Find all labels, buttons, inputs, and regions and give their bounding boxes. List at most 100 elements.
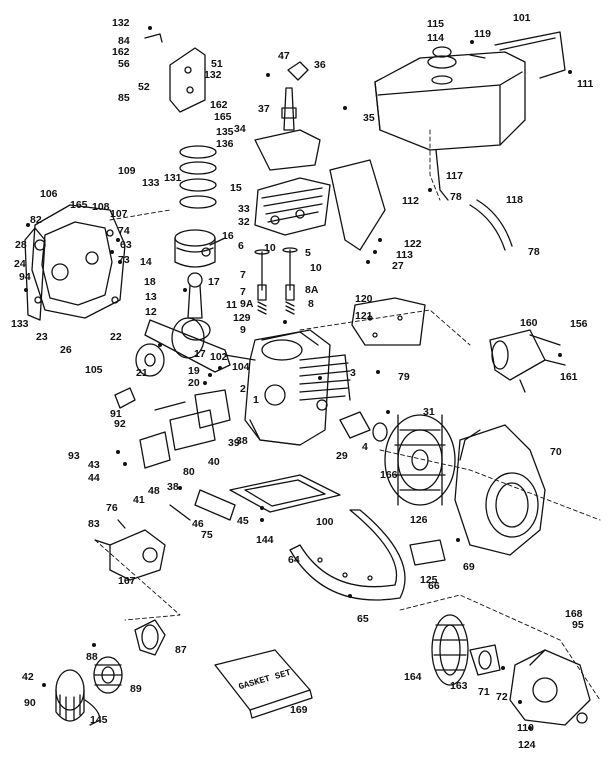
part-callout-75: 75 bbox=[201, 529, 213, 541]
part-callout-17: 17 bbox=[208, 276, 220, 288]
part-callout-6: 6 bbox=[238, 240, 244, 252]
part-callout-95: 95 bbox=[572, 619, 584, 631]
part-callout-42: 42 bbox=[22, 671, 34, 683]
part-callout-85: 85 bbox=[118, 92, 130, 104]
part-callout-12: 12 bbox=[145, 306, 157, 318]
hardware-dots bbox=[24, 26, 572, 730]
part-callout-17: 17 bbox=[194, 348, 206, 360]
part-callout-136: 136 bbox=[216, 138, 234, 150]
part-callout-47: 47 bbox=[278, 50, 290, 62]
part-callout-56: 56 bbox=[118, 58, 130, 70]
small-plate-shape bbox=[409, 539, 446, 566]
part-callout-124: 124 bbox=[518, 739, 536, 751]
spark-plug-shape bbox=[281, 61, 309, 131]
part-callout-132: 132 bbox=[112, 17, 130, 29]
part-callout-70: 70 bbox=[550, 446, 562, 458]
part-callout-88: 88 bbox=[86, 651, 98, 663]
part-callout-7: 7 bbox=[240, 286, 246, 298]
part-callout-133: 133 bbox=[11, 318, 29, 330]
part-callout-18: 18 bbox=[144, 276, 156, 288]
part-callout-66: 66 bbox=[428, 580, 440, 592]
base-gasket-shape bbox=[229, 474, 341, 513]
part-callout-28: 28 bbox=[15, 239, 27, 251]
part-callout-104: 104 bbox=[232, 361, 250, 373]
recoil-starter-shape bbox=[509, 649, 591, 726]
part-callout-126: 126 bbox=[410, 514, 428, 526]
part-callout-21: 21 bbox=[136, 367, 148, 379]
part-callout-1: 1 bbox=[253, 394, 259, 406]
carburetor-shape bbox=[94, 519, 166, 581]
part-callout-20: 20 bbox=[188, 377, 200, 389]
part-callout-46: 46 bbox=[192, 518, 204, 530]
part-callout-44: 44 bbox=[88, 472, 100, 484]
part-callout-101: 101 bbox=[513, 12, 531, 24]
part-callout-4: 4 bbox=[362, 441, 368, 453]
part-callout-22: 22 bbox=[110, 331, 122, 343]
part-callout-7: 7 bbox=[240, 269, 246, 281]
part-callout-164: 164 bbox=[404, 671, 422, 683]
gear-90-shape bbox=[55, 669, 85, 722]
part-callout-11: 11 bbox=[226, 299, 238, 311]
part-callout-41: 41 bbox=[133, 494, 145, 506]
part-callout-125: 125 bbox=[420, 574, 438, 586]
part-callout-102: 102 bbox=[210, 351, 228, 363]
part-callout-117: 117 bbox=[446, 170, 463, 182]
part-callout-43: 43 bbox=[88, 459, 100, 471]
part-callout-31: 31 bbox=[423, 406, 435, 418]
part-callout-82: 82 bbox=[30, 214, 42, 226]
part-callout-162: 162 bbox=[210, 99, 228, 111]
part-callout-9: 9 bbox=[240, 324, 246, 336]
part-callout-135: 135 bbox=[216, 126, 234, 138]
part-callout-106: 106 bbox=[40, 188, 58, 200]
part-callout-65: 65 bbox=[357, 613, 369, 625]
part-callout-107: 107 bbox=[110, 208, 128, 220]
starter-cup-shape bbox=[469, 644, 501, 676]
cylinder-head-shape bbox=[254, 177, 331, 236]
part-callout-19: 19 bbox=[188, 365, 200, 377]
part-callout-118: 118 bbox=[506, 194, 523, 206]
part-callout-133: 133 bbox=[142, 177, 160, 189]
part-callout-119: 119 bbox=[474, 28, 491, 40]
oil-pan-shape bbox=[289, 509, 406, 601]
part-callout-131: 131 bbox=[164, 172, 182, 184]
part-callout-79: 79 bbox=[398, 371, 410, 383]
part-callout-87: 87 bbox=[175, 644, 187, 656]
part-callout-16: 16 bbox=[222, 230, 234, 242]
rotating-screen-shape bbox=[431, 614, 469, 686]
part-callout-69: 69 bbox=[463, 561, 475, 573]
spring-145-shape bbox=[84, 699, 101, 726]
part-callout-72: 72 bbox=[496, 691, 508, 703]
part-callout-112: 112 bbox=[402, 195, 419, 207]
part-callout-78: 78 bbox=[528, 246, 540, 258]
part-callout-51: 51 bbox=[211, 58, 223, 70]
part-callout-71: 71 bbox=[478, 686, 490, 698]
part-callout-63: 63 bbox=[120, 239, 132, 251]
part-callout-90: 90 bbox=[24, 697, 36, 709]
part-callout-160: 160 bbox=[520, 317, 538, 329]
flywheel-shape bbox=[339, 411, 456, 506]
part-callout-38: 38 bbox=[167, 481, 179, 493]
valves-shape bbox=[254, 247, 298, 315]
part-callout-3: 3 bbox=[350, 367, 356, 379]
part-callout-169: 169 bbox=[290, 704, 308, 716]
part-callout-10: 10 bbox=[264, 242, 276, 254]
part-callout-121: 121 bbox=[355, 310, 373, 322]
part-callout-15: 15 bbox=[230, 182, 242, 194]
part-callout-110: 110 bbox=[517, 722, 534, 734]
part-callout-113: 113 bbox=[396, 249, 413, 261]
part-callout-132: 132 bbox=[204, 69, 222, 81]
part-callout-91: 91 bbox=[110, 408, 122, 420]
part-callout-89: 89 bbox=[130, 683, 142, 695]
part-callout-165: 165 bbox=[214, 111, 232, 123]
part-callout-108: 108 bbox=[92, 201, 110, 213]
part-callout-122: 122 bbox=[404, 238, 422, 250]
part-callout-8a: 8A bbox=[305, 284, 319, 296]
part-callout-144: 144 bbox=[256, 534, 274, 546]
part-callout-36: 36 bbox=[314, 59, 326, 71]
part-callout-13: 13 bbox=[145, 291, 157, 303]
part-callout-156: 156 bbox=[570, 318, 588, 330]
part-callout-129: 129 bbox=[233, 312, 251, 324]
part-callout-84: 84 bbox=[118, 35, 130, 47]
